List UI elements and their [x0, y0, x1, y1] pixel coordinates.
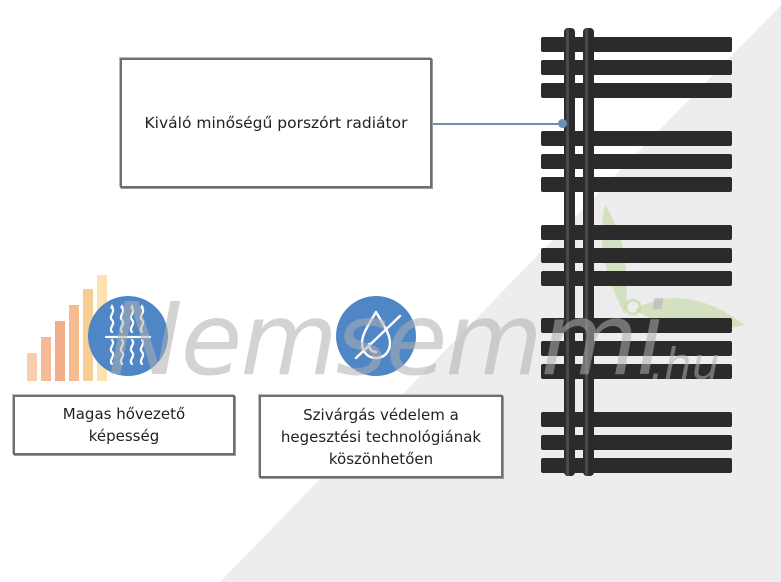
watermark-suffix: .hu [650, 339, 720, 390]
callout-heat-line-1: Magas hővezető [62, 405, 186, 423]
callout-heat-line-2: képesség [88, 427, 160, 445]
callout-leak-line-2: hegesztési technológiának [280, 427, 482, 446]
water-drop-crossed-icon [336, 296, 416, 376]
callout-leak-line-3: köszönhetően [328, 449, 434, 468]
callout-connector-line [432, 123, 562, 125]
callout-leak-box: Szivárgás védelem a hegesztési technológ… [259, 395, 503, 478]
radiator-image [541, 28, 732, 476]
callout-main-box: Kiváló minőségű porszórt radiátor [120, 58, 432, 188]
heat-waves-icon [88, 296, 168, 376]
callout-connector-dot [558, 119, 567, 128]
callout-leak-line-1: Szivárgás védelem a [303, 405, 459, 424]
watermark-text: Nemsemmi [108, 281, 664, 398]
callout-heat-box: Magas hővezető képesség [13, 395, 235, 455]
callout-main-text: Kiváló minőségű porszórt radiátor [144, 114, 408, 132]
